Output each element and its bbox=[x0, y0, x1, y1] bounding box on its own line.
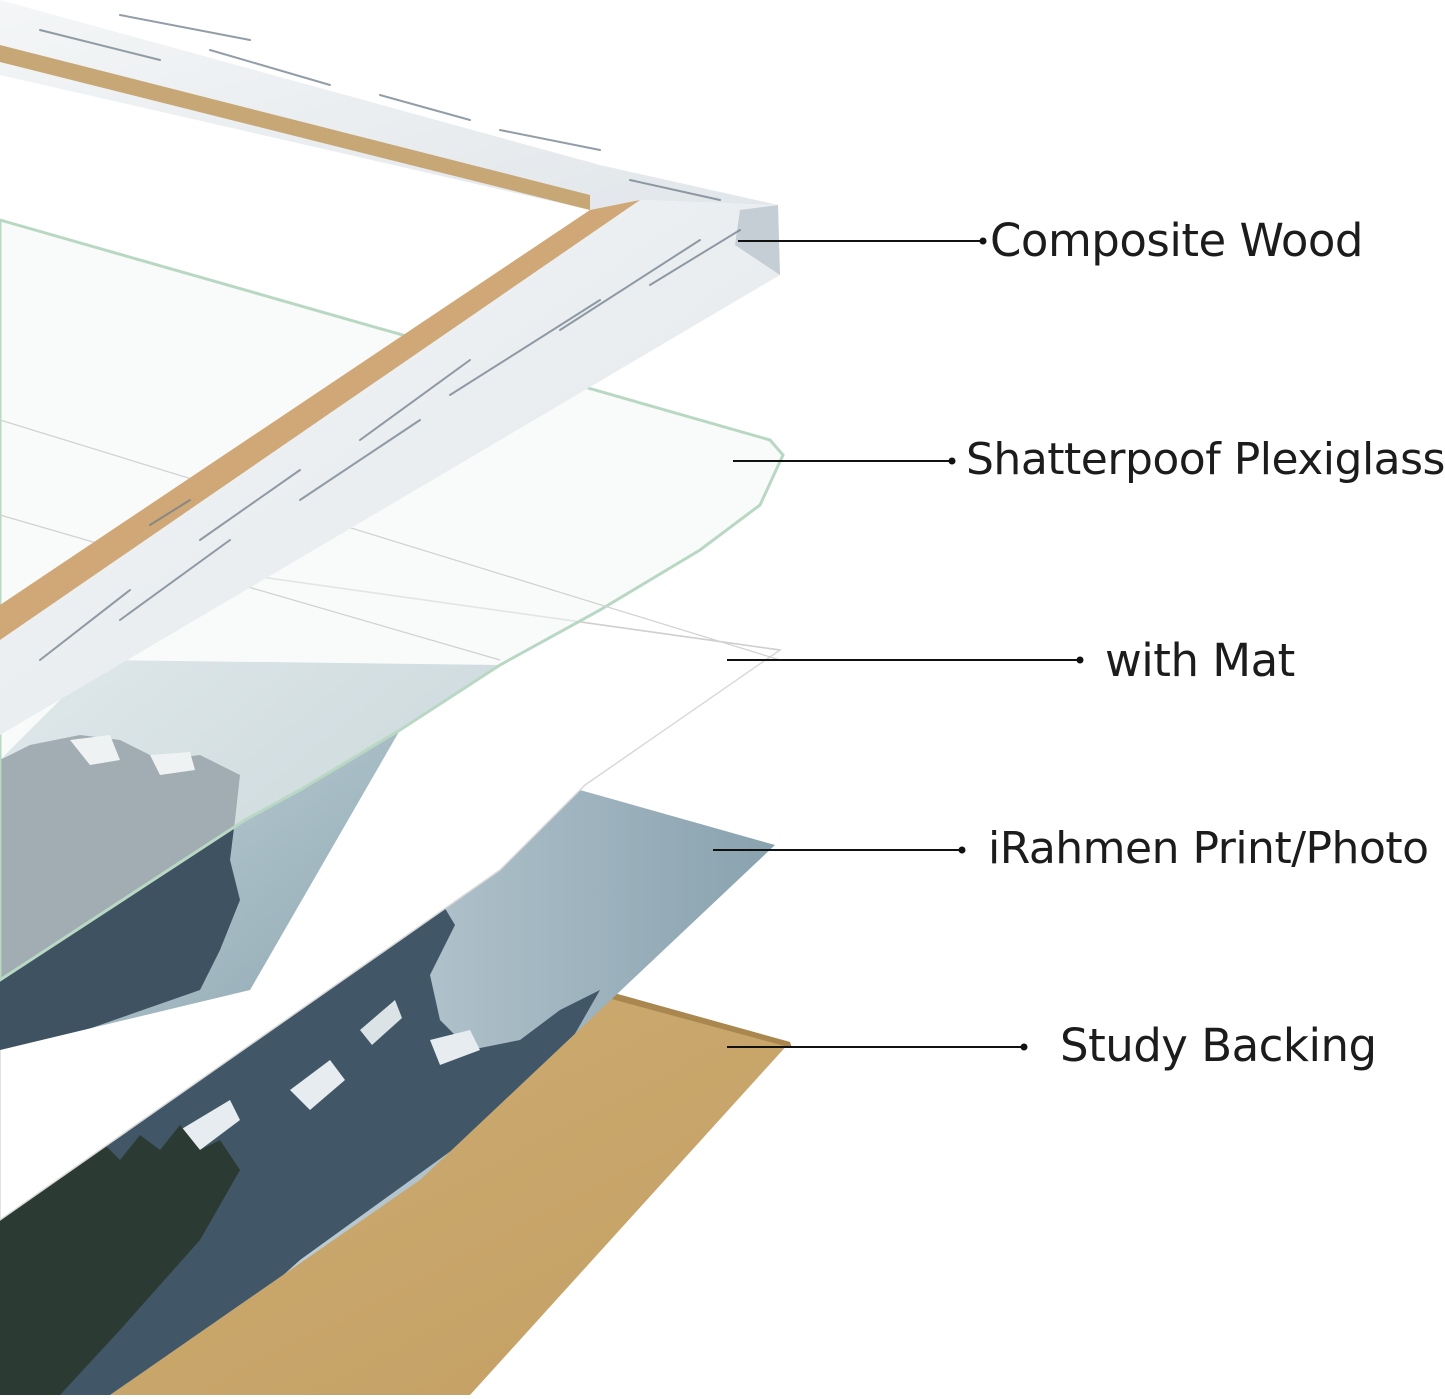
label-plexiglass: Shatterpoof Plexiglass bbox=[966, 434, 1445, 485]
backing-board-edge bbox=[585, 985, 792, 1048]
composite-wood-frame bbox=[0, 0, 780, 735]
label-composite-wood: Composite Wood bbox=[990, 214, 1363, 267]
leader-dots bbox=[948, 237, 1084, 1051]
label-backing: Study Backing bbox=[1060, 1019, 1377, 1072]
label-mat: with Mat bbox=[1105, 634, 1295, 687]
leader-lines bbox=[713, 240, 1080, 1048]
label-print-photo: iRahmen Print/Photo bbox=[988, 823, 1429, 874]
plexiglass-sheet bbox=[0, 218, 785, 982]
